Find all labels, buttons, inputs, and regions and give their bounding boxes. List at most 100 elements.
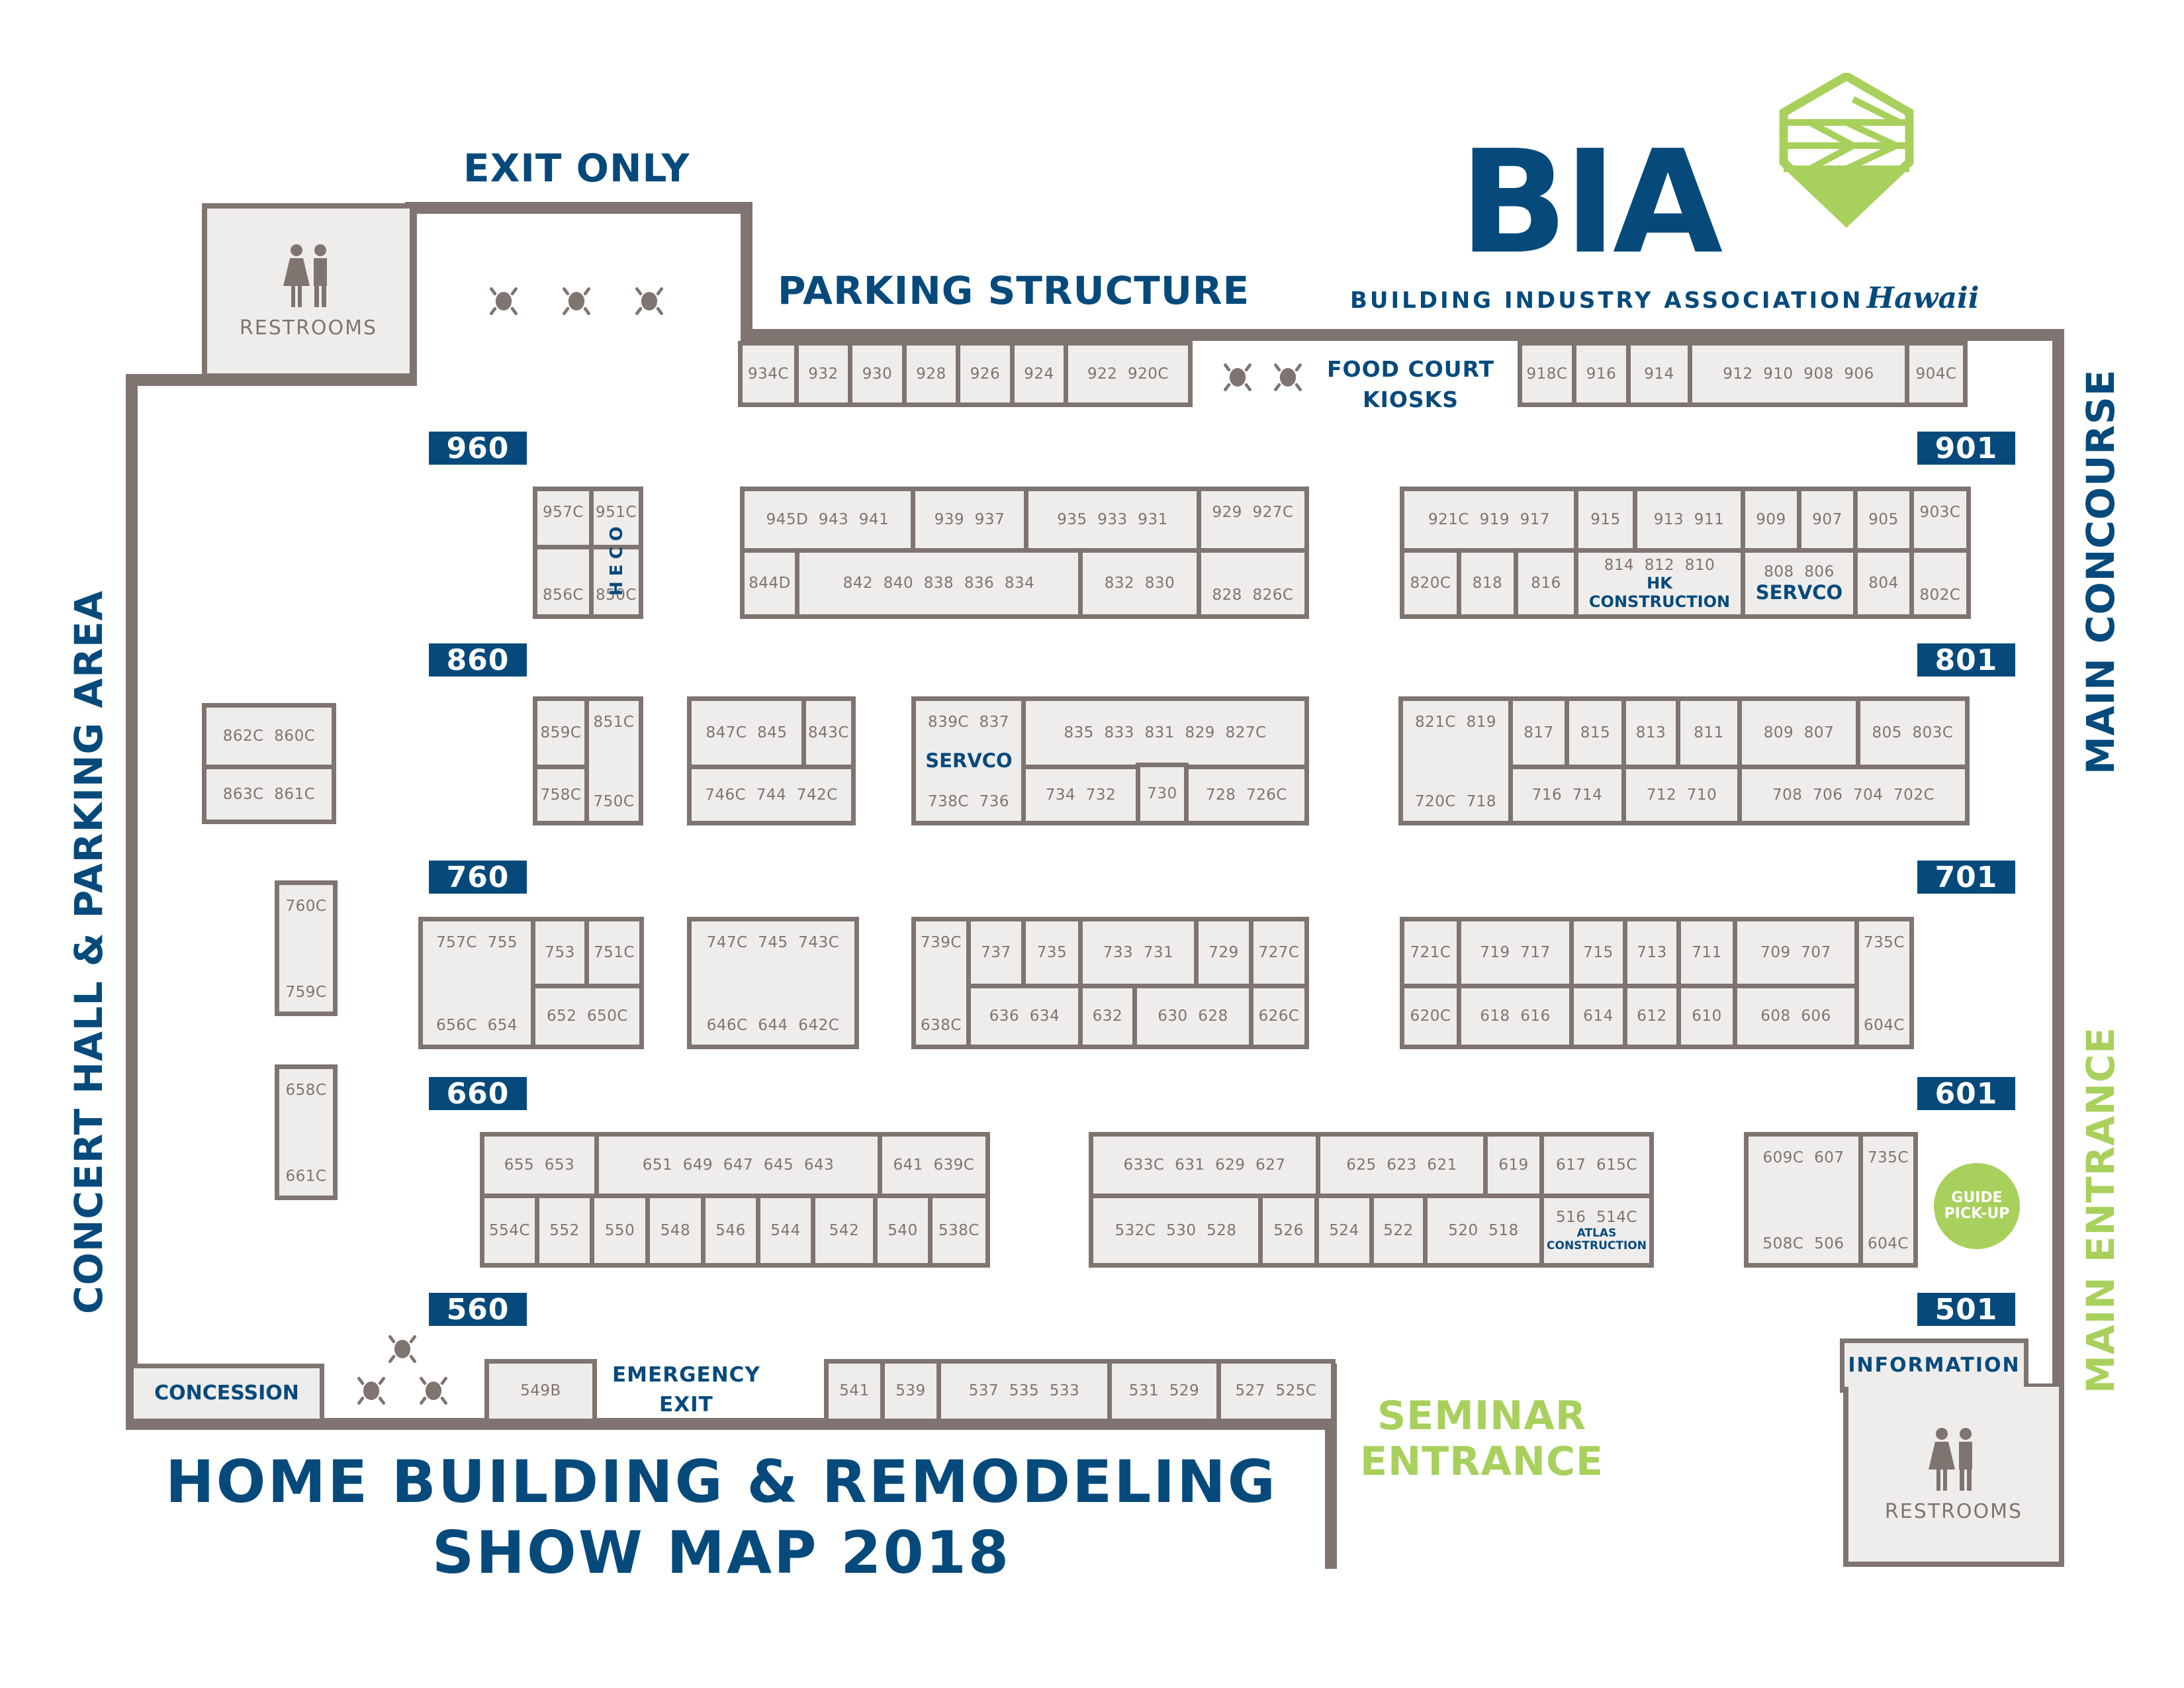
booth[interactable]: 903C xyxy=(1909,487,1971,553)
booth[interactable]: 818 xyxy=(1457,548,1518,619)
booth[interactable]: 737 xyxy=(966,917,1026,988)
booth[interactable]: 904C xyxy=(1905,341,1968,407)
booth[interactable]: 957C xyxy=(533,487,594,549)
booth[interactable]: 735C xyxy=(1858,1132,1918,1268)
booth[interactable]: 709 707 xyxy=(1733,917,1859,988)
booth[interactable]: 909 xyxy=(1741,487,1801,553)
booth[interactable]: 828 826C xyxy=(1197,548,1309,619)
booth[interactable]: 661C xyxy=(285,1168,327,1186)
restrooms-top-left[interactable]: RESTROOMS xyxy=(202,203,415,379)
booth[interactable]: 641 639C xyxy=(878,1132,990,1198)
booth[interactable]: 839C 837 xyxy=(911,696,1026,825)
booth[interactable]: 820C xyxy=(1400,548,1461,619)
booth[interactable]: 729 xyxy=(1194,917,1253,988)
booth[interactable]: 733 731 xyxy=(1078,917,1199,988)
booth[interactable]: 531 529 xyxy=(1107,1359,1221,1423)
booth[interactable]: 715 xyxy=(1569,917,1627,988)
booth[interactable]: 604C xyxy=(1868,1235,1909,1253)
booth[interactable]: 918C xyxy=(1518,341,1576,407)
booth[interactable]: 554C xyxy=(480,1194,539,1268)
information-booth[interactable]: INFORMATION xyxy=(1840,1338,2028,1393)
booth[interactable]: 751C xyxy=(584,917,644,988)
booth[interactable]: 753 xyxy=(531,917,589,988)
booth[interactable]: 656C 654 xyxy=(436,1017,518,1035)
booth[interactable]: 552 xyxy=(535,1194,594,1268)
booth[interactable]: 757C 755 xyxy=(418,917,535,1049)
booth[interactable]: 850C xyxy=(589,545,643,619)
booth[interactable]: 926 xyxy=(956,341,1015,407)
booth[interactable]: 929 927C xyxy=(1197,487,1309,553)
booth[interactable]: 538C xyxy=(928,1194,990,1268)
booth[interactable]: 738C 736 xyxy=(928,793,1009,811)
booth[interactable]: 522 xyxy=(1369,1194,1428,1268)
booth[interactable]: 924 xyxy=(1010,341,1068,407)
booth[interactable]: 646C 644 642C xyxy=(706,1017,840,1035)
booth[interactable]: 532C 530 528 xyxy=(1089,1194,1263,1268)
booth[interactable]: 811 xyxy=(1676,696,1742,769)
booth[interactable]: 934C xyxy=(738,341,799,407)
booth[interactable]: 546 xyxy=(701,1194,760,1268)
booth[interactable]: 708 706 704 702C xyxy=(1737,765,1970,825)
booth[interactable]: 658C xyxy=(275,1064,338,1200)
booth[interactable]: 759C xyxy=(285,984,327,1002)
booth[interactable]: 633C 631 629 627 xyxy=(1089,1132,1320,1198)
booth[interactable]: 809 807 xyxy=(1737,696,1860,769)
booth[interactable]: 539 xyxy=(880,1359,941,1423)
booth[interactable]: 619 xyxy=(1483,1132,1544,1198)
booth[interactable]: 614 xyxy=(1569,984,1627,1049)
booth[interactable]: 735C xyxy=(1854,917,1914,1049)
booth[interactable]: 804 xyxy=(1853,548,1914,619)
booth[interactable]: 548 xyxy=(645,1194,705,1268)
booth[interactable]: 527 525C xyxy=(1216,1359,1336,1423)
booth[interactable]: 716 714 xyxy=(1508,765,1626,825)
booth[interactable]: 805 803C xyxy=(1856,696,1970,769)
booth[interactable]: 913 911 xyxy=(1633,487,1745,553)
booth[interactable]: 655 653 xyxy=(480,1132,599,1198)
booth[interactable]: 815 xyxy=(1565,696,1626,769)
restrooms-bottom-right[interactable]: RESTROOMS xyxy=(1843,1387,2064,1567)
booth[interactable]: 612 xyxy=(1623,984,1681,1049)
booth[interactable]: 712 710 xyxy=(1621,765,1742,825)
booth[interactable]: 915 xyxy=(1574,487,1637,553)
booth[interactable]: 921C 919 917 xyxy=(1400,487,1578,553)
booth[interactable]: 760C xyxy=(275,880,338,1016)
booth[interactable]: 617 615C xyxy=(1539,1132,1654,1198)
booth[interactable]: 842 840 838 836 834 xyxy=(795,548,1083,619)
booth[interactable]: 930 xyxy=(848,341,907,407)
booth[interactable]: 544 xyxy=(756,1194,815,1268)
booth[interactable]: 604C xyxy=(1864,1017,1905,1035)
booth[interactable]: 632 xyxy=(1078,984,1137,1049)
booth[interactable]: 863C 861C xyxy=(202,765,336,824)
booth[interactable]: 630 628 xyxy=(1132,984,1253,1049)
booth[interactable]: 721C xyxy=(1400,917,1461,988)
booth[interactable]: 727C xyxy=(1249,917,1309,988)
booth[interactable]: 847C 845 xyxy=(687,696,806,769)
booth[interactable]: 932 xyxy=(794,341,852,407)
booth[interactable]: 843C xyxy=(801,696,856,769)
booth[interactable]: 813 xyxy=(1621,696,1680,769)
booth[interactable]: 610 xyxy=(1676,984,1737,1049)
booth[interactable]: 526 xyxy=(1258,1194,1319,1268)
guide-pickup-marker[interactable]: GUIDE PICK-UP xyxy=(1934,1163,2020,1249)
booth[interactable]: 713 xyxy=(1623,917,1681,988)
booth[interactable]: 912 910 908 906 xyxy=(1688,341,1909,407)
booth[interactable]: 524 xyxy=(1314,1194,1374,1268)
booth[interactable]: 859C xyxy=(533,696,589,769)
booth[interactable]: 928 xyxy=(902,341,960,407)
booth[interactable]: 758C xyxy=(533,765,589,825)
booth[interactable]: 651 649 647 645 643 xyxy=(594,1132,882,1198)
booth[interactable]: 750C xyxy=(593,793,635,811)
booth[interactable]: 922 920C xyxy=(1064,341,1193,407)
booth[interactable]: 549B xyxy=(484,1359,597,1423)
booth[interactable]: 735 xyxy=(1021,917,1083,988)
booth[interactable]: 907 xyxy=(1797,487,1858,553)
booth[interactable]: 542 xyxy=(811,1194,878,1268)
booth[interactable]: 816 xyxy=(1514,548,1578,619)
booth[interactable]: 916 xyxy=(1572,341,1631,407)
booth[interactable]: 636 634 xyxy=(966,984,1083,1049)
booth[interactable]: 817 xyxy=(1508,696,1569,769)
booth[interactable]: 945D 943 941 xyxy=(740,487,915,553)
